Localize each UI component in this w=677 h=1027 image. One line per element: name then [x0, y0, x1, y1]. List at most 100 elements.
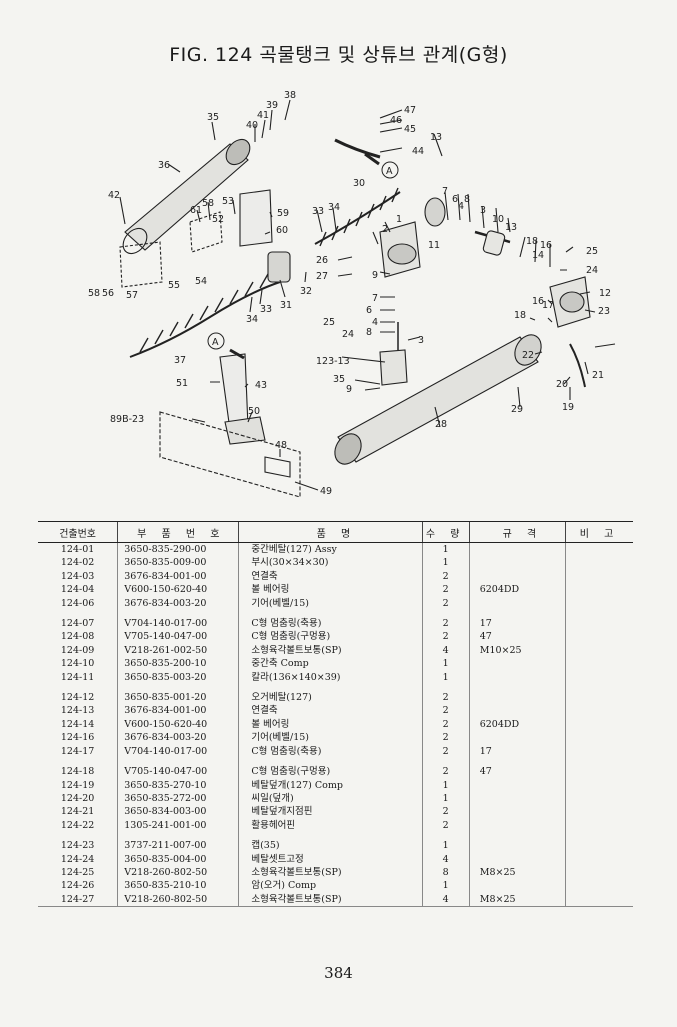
callout-29: 29: [511, 404, 523, 415]
cell-part-number: 3737-211-007-00: [117, 839, 239, 853]
callout-3b: 3: [418, 335, 424, 346]
callout-11: 11: [428, 240, 440, 251]
cell-spec: [468, 556, 566, 570]
spacer-cell: [38, 758, 118, 765]
callout-56: 56: [102, 288, 114, 299]
callout-42: 42: [108, 190, 120, 201]
callout-60: 60: [276, 225, 288, 236]
cell-part-name: 중간베탈(127) Assy: [238, 542, 423, 557]
cell-spec: 6204DD: [468, 717, 566, 732]
cell-part-name: 캡(35): [238, 839, 423, 853]
page-title: FIG. 124 곡물탱크 및 상튜브 관계(G형): [169, 44, 508, 66]
cell-quantity: 2: [421, 583, 470, 597]
callout-20: 20: [556, 379, 568, 390]
cell-spec: [468, 839, 566, 853]
cell-part-number: 3650-835-001-20: [117, 691, 239, 705]
cell-note: [565, 765, 633, 779]
cell-part-name: 암(오거) Comp: [238, 879, 423, 893]
cell-part-number: V218-260-802-50: [117, 865, 239, 880]
cell-note: [565, 892, 633, 908]
callout-12: 12: [599, 288, 611, 299]
callout-89b-23: 89B-23: [110, 414, 144, 425]
callout-61: 61: [190, 205, 202, 216]
cell-note: [565, 731, 633, 745]
cell-part-name: 오거베탈(127): [238, 691, 423, 705]
cell-part-name: 볼 베어링: [238, 717, 423, 732]
cell-note: [565, 691, 633, 705]
callout-59: 59: [277, 208, 289, 219]
cell-part-name: C형 멈춤링(축용): [238, 744, 423, 759]
header-note: 비 고: [565, 521, 633, 543]
callout-3a: 3: [480, 205, 486, 216]
cell-ref-no: 124-13: [60, 705, 95, 717]
table-header-row: 건출번호 부 품 번 호 품 명 수 량 규 격 비 고: [38, 521, 633, 543]
cell-spec: 47: [468, 630, 566, 644]
cell-part-name: 부시(30×34×30): [238, 556, 423, 570]
row-spacer: [38, 758, 633, 766]
cell-ref-no: 124-04: [60, 584, 95, 596]
cell-part-number: V705-140-047-00: [117, 765, 239, 779]
callout-123-13: 123-13: [316, 356, 350, 367]
spacer-cell: [468, 758, 566, 766]
header-spec: 규 격: [468, 521, 566, 543]
cell-part-number: 3650-835-272-00: [117, 791, 239, 806]
callout-10: 10: [492, 214, 504, 225]
cell-spec: M8×25: [468, 892, 566, 908]
spacer-cell: [468, 684, 566, 692]
cell-ref-no: 124-21: [60, 806, 95, 818]
cell-part-name: 칼라(136×140×39): [238, 670, 423, 685]
cell-quantity: 4: [421, 852, 470, 866]
cell-spec: [468, 670, 566, 685]
cell-note: [565, 617, 633, 631]
spacer-cell: [421, 684, 470, 692]
cell-quantity: 1: [421, 791, 470, 806]
callout-7b: 7: [372, 293, 378, 304]
callout-49: 49: [320, 486, 332, 497]
callout-25a: 25: [323, 317, 335, 328]
callout-28: 28: [435, 419, 447, 430]
cell-part-name: 베탈덮개지점핀: [238, 805, 423, 819]
row-spacer: [38, 684, 633, 692]
cell-part-name: 베탈덮개(127) Comp: [238, 778, 423, 792]
cell-part-number: 3676-834-003-20: [117, 731, 239, 745]
callout-6b: 6: [366, 305, 372, 316]
cell-quantity: 1: [421, 657, 470, 671]
cell-part-number: 1305-241-001-00: [117, 818, 239, 833]
callout-4b: 4: [372, 317, 378, 328]
callout-51: 51: [176, 378, 188, 389]
cell-quantity: 2: [421, 630, 470, 644]
cell-part-number: V600-150-620-40: [117, 583, 239, 597]
callout-13b: 13: [505, 222, 517, 233]
cell-note: [565, 791, 633, 806]
callout-8b: 8: [366, 327, 372, 338]
header-qty: 수 량: [421, 521, 470, 543]
cell-part-name: 베탈셋트고정: [238, 852, 423, 866]
cell-spec: 17: [468, 617, 566, 631]
cell-note: [565, 569, 633, 584]
callout-8a: 8: [464, 194, 470, 205]
cell-part-name: C형 멈춤링(축용): [238, 617, 423, 631]
cell-part-name: 기어(베벨/15): [238, 596, 423, 611]
cell-spec: 17: [468, 744, 566, 759]
spacer-cell: [238, 610, 423, 618]
callout-9b: 9: [346, 384, 352, 395]
cell-part-number: 3676-834-003-20: [117, 596, 239, 611]
callout-50: 50: [248, 406, 260, 417]
cell-quantity: 1: [421, 839, 470, 853]
cell-quantity: 2: [421, 717, 470, 732]
cell-part-number: V704-140-017-00: [117, 617, 239, 631]
cell-part-name: 활용헤어핀: [238, 818, 423, 833]
callout-19: 19: [562, 402, 574, 413]
cell-note: [565, 805, 633, 819]
cell-part-number: V600-150-620-40: [117, 717, 239, 732]
callout-40: 40: [246, 120, 258, 131]
